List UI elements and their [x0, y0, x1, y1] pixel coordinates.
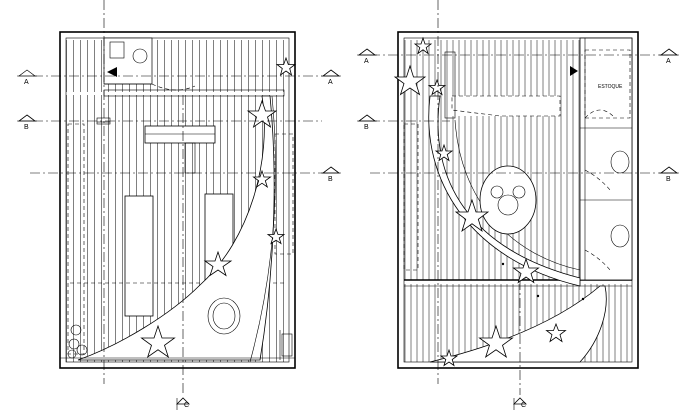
- estoque-room: [584, 49, 631, 119]
- right-storage-column: [579, 37, 633, 281]
- star-icon: [545, 322, 567, 343]
- chair-icon: [70, 324, 82, 336]
- svg-text:C: C: [184, 402, 189, 409]
- right-round-fixture-1: [610, 150, 630, 174]
- left-inner-wall: [65, 37, 290, 363]
- star-icon: [478, 324, 514, 359]
- star-icon: [427, 78, 447, 96]
- left-bathroom: [103, 37, 153, 85]
- star-icon: [203, 250, 233, 277]
- star-icon: [439, 348, 459, 367]
- section-marker-c2: C: [513, 397, 527, 410]
- mickey-mouse-logo-icon: [490, 185, 526, 216]
- right-lower-mural-band: [429, 285, 607, 363]
- left-side-hatch: [66, 95, 106, 362]
- section-marker-b-left: B: [17, 114, 37, 131]
- left-column: [184, 142, 196, 174]
- left-mural-band: [77, 95, 275, 361]
- star-icon: [252, 169, 272, 189]
- left-round-planter: [207, 297, 241, 335]
- right-round-fixture-2: [610, 224, 630, 248]
- svg-text:A: A: [328, 79, 333, 86]
- section-marker-a-left: A: [17, 69, 37, 86]
- star-icon: [512, 257, 540, 284]
- right-mural-band: [428, 95, 581, 287]
- sink-icon: [109, 41, 125, 59]
- star-icon: [266, 227, 286, 245]
- section-lines: [30, 0, 668, 395]
- right-floor-plan: ESTOQUE: [393, 31, 639, 369]
- mickey-medallion: [479, 165, 537, 235]
- toilet-icon: [132, 48, 148, 64]
- section-marker-b2-right: B: [659, 166, 679, 183]
- left-reception-counter: [144, 125, 216, 144]
- right-wall-cabinet: [403, 123, 419, 271]
- direction-arrow-icon: [107, 67, 117, 77]
- section-markers: A A B B C A: [17, 48, 679, 410]
- left-outer-wall: [59, 31, 296, 369]
- svg-text:B: B: [364, 124, 369, 131]
- section-marker-c-left: C: [176, 397, 190, 410]
- star-icon: [454, 198, 490, 233]
- section-marker-a-right: A: [321, 69, 341, 86]
- svg-text:A: A: [24, 79, 29, 86]
- section-marker-a2-right: A: [659, 48, 679, 65]
- star-icon: [413, 36, 433, 55]
- estoque-label: ESTOQUE: [598, 84, 623, 90]
- section-marker-a2-left: A: [357, 48, 377, 65]
- left-right-cabinet: [274, 133, 294, 255]
- left-bench-1: [124, 195, 154, 317]
- left-floor-plan: [59, 31, 297, 369]
- svg-text:C: C: [521, 402, 526, 409]
- right-outer-wall: [397, 31, 639, 369]
- left-top-hatch: [66, 40, 288, 92]
- direction-arrow-icon: [570, 66, 578, 76]
- svg-text:B: B: [24, 124, 29, 131]
- star-icon: [275, 56, 297, 76]
- section-marker-b2-left: B: [357, 114, 377, 131]
- svg-text:A: A: [666, 58, 671, 65]
- svg-text:A: A: [364, 58, 369, 65]
- star-icon: [140, 324, 176, 359]
- right-upper-counter: [451, 95, 561, 117]
- svg-text:B: B: [666, 176, 671, 183]
- svg-text:B: B: [328, 176, 333, 183]
- star-icon: [393, 64, 427, 96]
- section-marker-b-right: B: [321, 166, 341, 183]
